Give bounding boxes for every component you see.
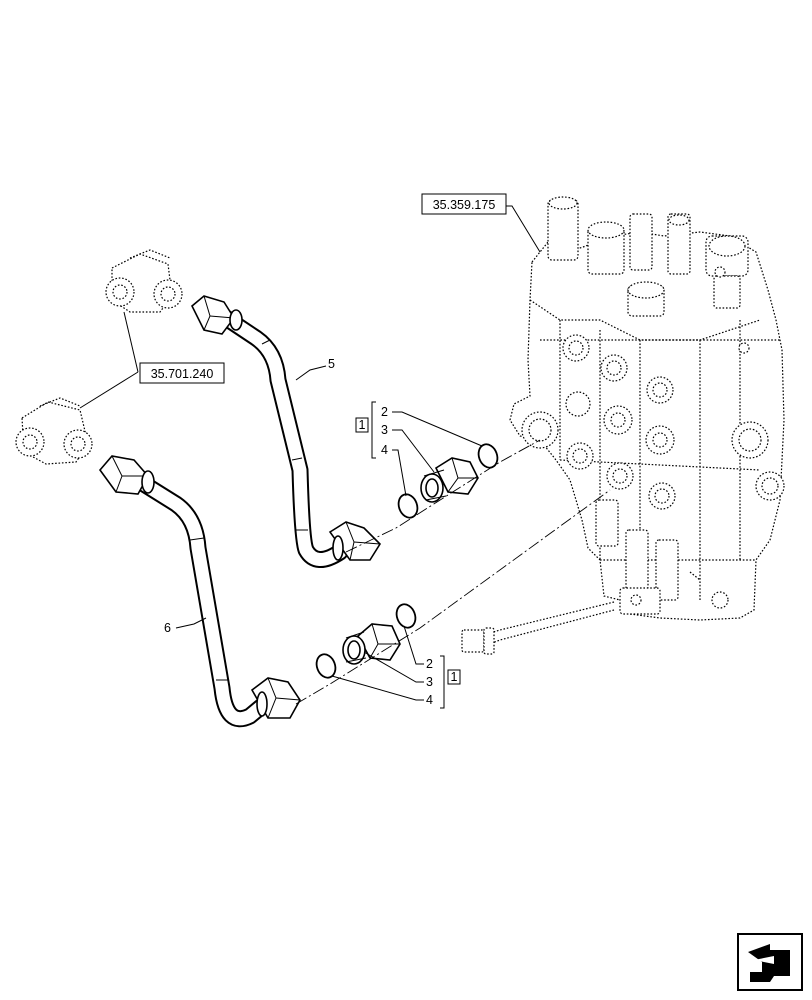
tee-fitting-upper	[105, 249, 183, 313]
leader-lines	[79, 205, 541, 709]
kit-label-upper: 1	[359, 418, 366, 432]
callout-item-3-lower: 3	[426, 675, 433, 689]
adapter-lower	[342, 623, 401, 665]
return-arrow-icon[interactable]	[737, 933, 803, 991]
o-ring-item-2-upper	[477, 443, 499, 469]
fitting-reference-label[interactable]: 35.701.240	[151, 367, 214, 381]
callout-pipe-lower: 6	[164, 621, 171, 635]
hydraulic-pipe-lower	[98, 455, 301, 728]
reference-box-valve[interactable]: 35.359.175	[421, 193, 507, 215]
kit-label-lower: 1	[451, 670, 458, 684]
kit-box-lower	[447, 669, 461, 685]
o-ring-item-4-upper	[397, 493, 419, 519]
callout-pipe-upper: 5	[328, 357, 335, 371]
kit-box-upper	[355, 417, 369, 433]
adapter-upper	[420, 457, 479, 503]
tee-fitting-lower	[15, 397, 93, 465]
callout-item-3-upper: 3	[381, 423, 388, 437]
control-valve-assembly	[461, 196, 785, 655]
o-ring-item-2-lower	[395, 603, 417, 629]
callout-item-2-lower: 2	[426, 657, 433, 671]
valve-reference-label[interactable]: 35.359.175	[433, 198, 496, 212]
callout-item-2-upper: 2	[381, 405, 388, 419]
callouts: 5 6 1 2 3 4 2 3 4 1	[164, 357, 461, 707]
o-ring-item-4-lower	[315, 653, 337, 679]
assembly-centerlines	[295, 439, 611, 705]
reference-box-fitting[interactable]: 35.701.240	[139, 362, 225, 384]
callout-item-4-upper: 4	[381, 443, 388, 457]
callout-item-4-lower: 4	[426, 693, 433, 707]
hydraulic-pipe-upper	[191, 295, 382, 568]
